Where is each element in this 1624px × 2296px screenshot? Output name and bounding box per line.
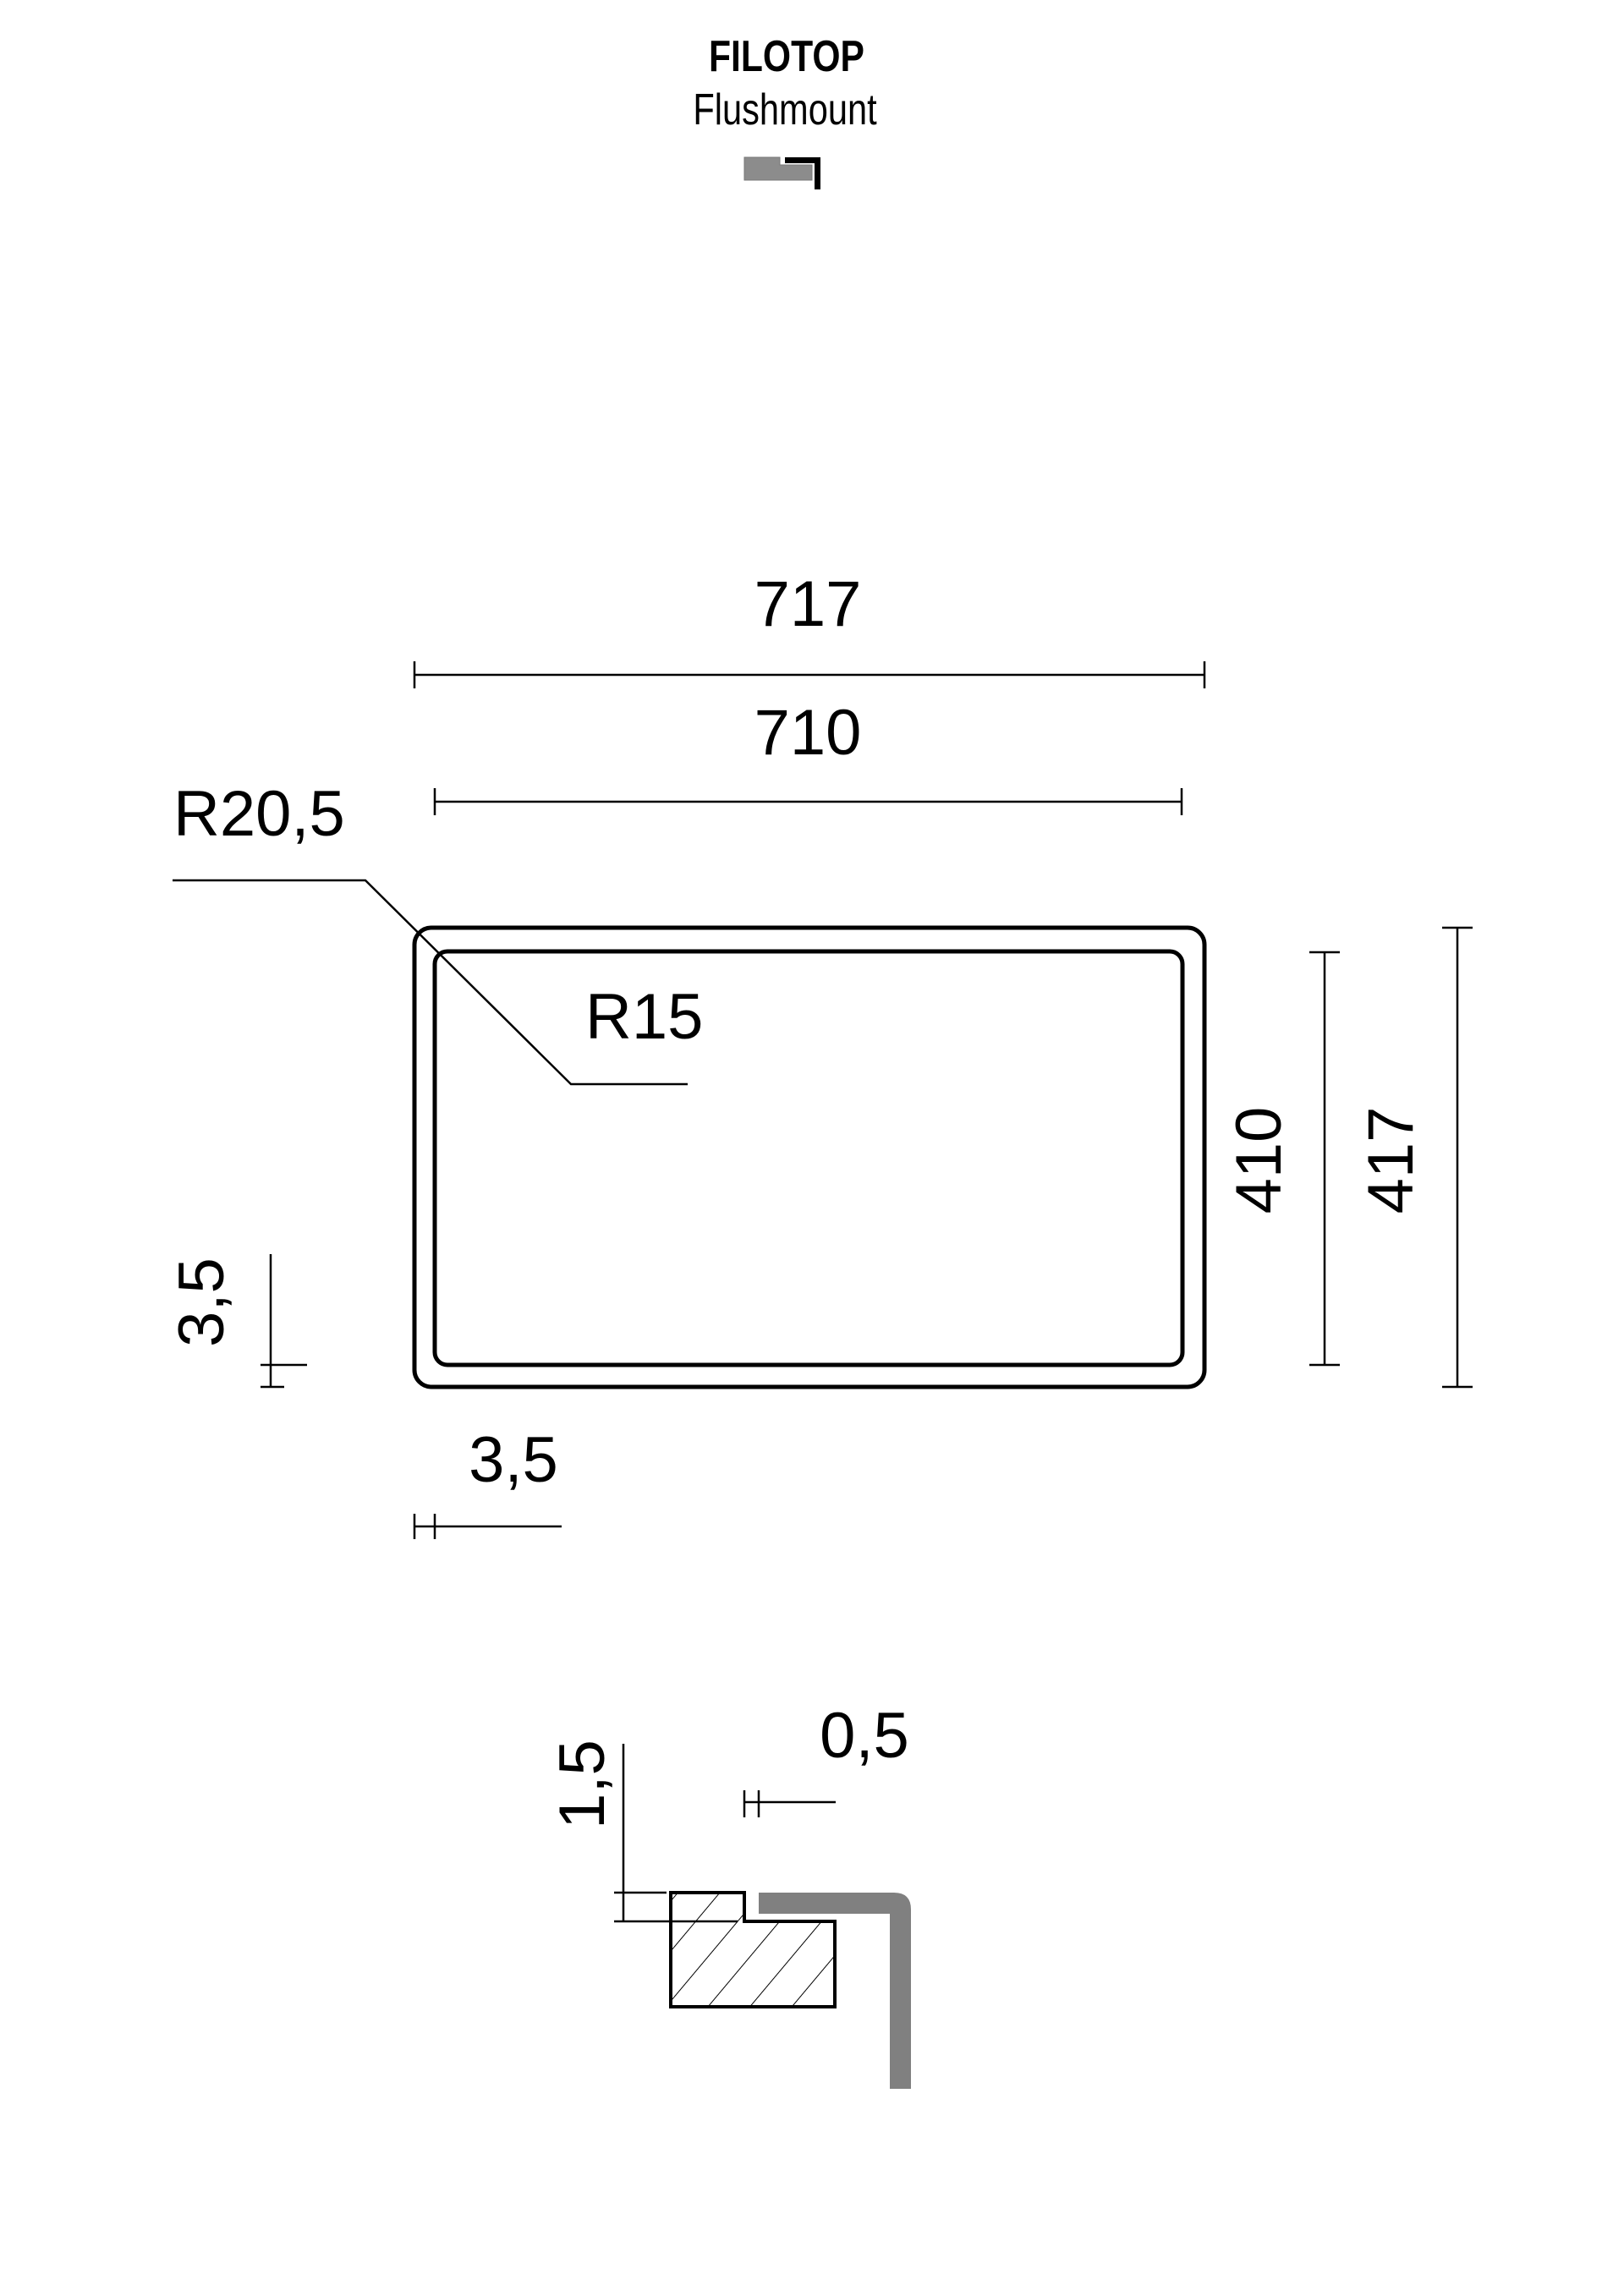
inner-radius-label: R15 xyxy=(585,981,703,1053)
outer-radius-callout: R20,5 R15 xyxy=(173,778,703,1086)
step-height-dimension: 1,5 xyxy=(546,1740,738,1923)
vertical-gap-label: 3,5 xyxy=(166,1258,238,1347)
vertical-gap-dimension: 3,5 xyxy=(166,1254,307,1389)
inner-width-dimension: 710 xyxy=(433,697,1183,815)
step-height-label: 1,5 xyxy=(546,1740,618,1829)
inner-width-label: 710 xyxy=(754,697,862,769)
inner-height-label: 410 xyxy=(1223,1107,1295,1214)
horizontal-gap-dimension: 3,5 xyxy=(413,1424,562,1539)
product-title: FILOTOP xyxy=(709,32,864,81)
sink-rim-profile xyxy=(759,1893,911,2089)
flushmount-profile-icon xyxy=(743,156,820,189)
outer-width-dimension: 717 xyxy=(413,568,1206,688)
gap-width-label: 0,5 xyxy=(820,1700,909,1772)
horizontal-gap-label: 3,5 xyxy=(469,1424,558,1496)
outer-height-dimension: 417 xyxy=(1355,926,1473,1389)
outer-width-label: 717 xyxy=(754,568,862,640)
inner-height-dimension: 410 xyxy=(1223,951,1340,1367)
product-subtitle: Flushmount xyxy=(693,85,876,134)
outer-radius-label: R20,5 xyxy=(173,778,345,850)
outer-height-label: 417 xyxy=(1355,1107,1427,1214)
outer-outline xyxy=(412,925,1207,1389)
gap-width-dimension: 0,5 xyxy=(743,1700,909,1817)
inner-outline xyxy=(432,949,1185,1367)
